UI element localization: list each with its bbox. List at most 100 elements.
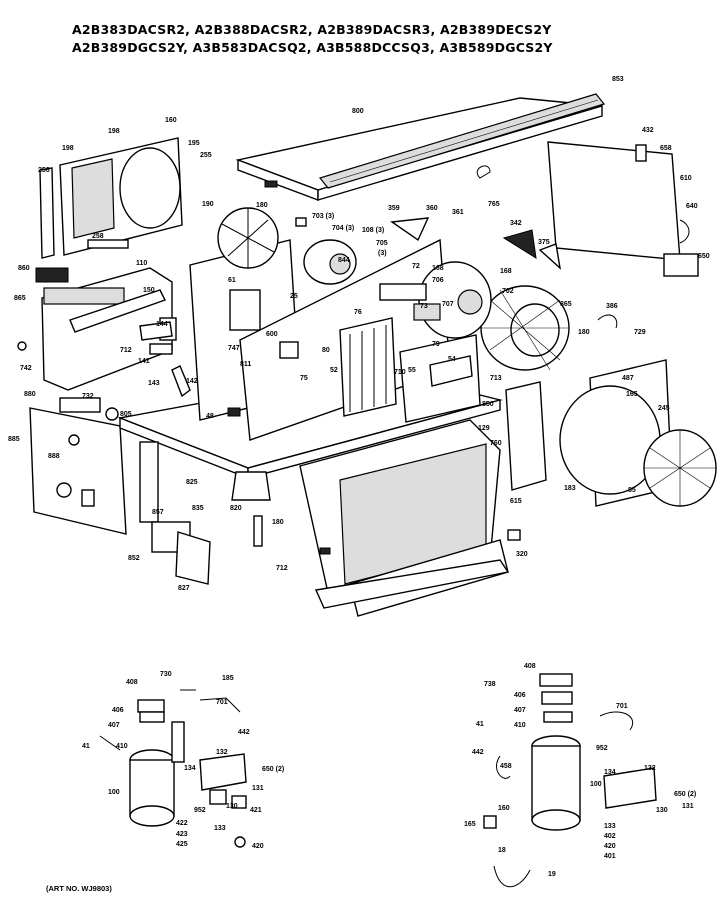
left-grille-frame-part [35,137,183,283]
condenser-coil-part [299,419,521,617]
callout-880: 880 [24,391,36,398]
callout-442: 442 [238,729,250,736]
callout-55: 55 [408,367,416,374]
callout-760: 760 [490,440,502,447]
compressor-assembly-right-part [483,673,657,888]
callout-712: 712 [120,347,132,354]
callout-183: 183 [564,485,576,492]
callout-134-b: 134 [604,769,616,776]
callout-800: 800 [352,108,364,115]
callout-422: 422 [176,820,188,827]
callout-100: 100 [108,789,120,796]
callout-255: 255 [200,152,212,159]
callout-410-b: 410 [514,722,526,729]
callout-41: 41 [82,743,90,750]
callout-180-b: 180 [578,329,590,336]
callout-365: 365 [560,301,572,308]
callout-885: 885 [8,436,20,443]
callout-860: 860 [18,265,30,272]
callout-888: 888 [48,453,60,460]
callout-402: 402 [604,833,616,840]
top-cover-part [235,93,606,202]
callout-198: 198 [108,128,120,135]
callout-408: 408 [126,679,138,686]
callout-142: 142 [186,378,198,385]
callout-85: 85 [628,487,636,494]
front-side-cover-part [29,407,127,535]
callout-134: 134 [184,765,196,772]
callout-658: 658 [660,145,672,152]
callout-100-b: 100 [590,781,602,788]
callout-706: 706 [432,277,444,284]
callout-342: 342 [510,220,522,227]
callout-410: 410 [116,743,128,750]
callout-180: 180 [256,202,268,209]
callout-132: 132 [216,749,228,756]
callout-650-qty-b: 650 (2) [674,791,696,798]
art-number: (ART NO. WJ9803) [46,884,112,893]
callout-80: 80 [322,347,330,354]
callout-54: 54 [448,356,456,363]
callout-600: 600 [266,331,278,338]
callout-130-b: 130 [656,807,668,814]
model-list-line-1: A2B383DACSR2, A2B388DACSR2, A2B389DACSR3… [72,22,552,37]
callout-150: 150 [143,287,155,294]
callout-640: 640 [686,203,698,210]
callout-703: 703 (3) [312,213,334,220]
callout-730: 730 [160,671,172,678]
callout-835: 835 [192,505,204,512]
callout-143: 143 [148,380,160,387]
callout-420: 420 [252,843,264,850]
callout-615: 615 [510,498,522,505]
callout-420-b: 420 [604,843,616,850]
callout-168-b: 168 [432,265,444,272]
callout-702: 702 [502,288,514,295]
callout-180-c: 180 [272,519,284,526]
callout-361: 361 [452,209,464,216]
callout-320: 320 [516,551,528,558]
callout-820: 820 [230,505,242,512]
callout-650: 650 [698,253,710,260]
callout-198-label: 198 [62,145,74,152]
callout-952-b: 952 [596,745,608,752]
callout-386: 386 [606,303,618,310]
callout-827: 827 [178,585,190,592]
callout-185: 185 [222,675,234,682]
callout-805: 805 [120,411,132,418]
condenser-shroud-part [505,359,717,507]
callout-130: 130 [226,803,238,810]
callout-844: 844 [338,257,350,264]
callout-61: 61 [228,277,236,284]
callout-144: 144 [156,321,168,328]
callout-738: 738 [484,681,496,688]
callout-160: 160 [165,117,177,124]
callout-52: 52 [330,367,338,374]
callout-701-b: 701 [616,703,628,710]
callout-747: 747 [228,345,240,352]
callout-132-b: 132 [644,765,656,772]
callout-707: 707 [442,301,454,308]
callout-359: 359 [388,205,400,212]
callout-19: 19 [548,871,556,878]
callout-710: 710 [394,369,406,376]
callout-865: 865 [14,295,26,302]
callout-442-b: 442 [472,749,484,756]
callout-487: 487 [622,375,634,382]
callout-141: 141 [138,358,150,365]
callout-732: 732 [82,393,94,400]
callout-432: 432 [642,127,654,134]
callout-129: 129 [478,425,490,432]
callout-423: 423 [176,831,188,838]
callout-258: 258 [92,233,104,240]
callout-850: 850 [482,401,494,408]
callout-108: 108 (3) [362,227,384,234]
callout-73: 73 [420,303,428,310]
callout-18: 18 [498,847,506,854]
callout-853: 853 [612,76,624,83]
right-side-panel-part [547,141,699,277]
compressor-assembly-left-part [99,689,247,848]
callout-407-b: 407 [514,707,526,714]
fan-motor-part [217,207,357,331]
callout-133: 133 [214,825,226,832]
callout-857: 857 [152,509,164,516]
